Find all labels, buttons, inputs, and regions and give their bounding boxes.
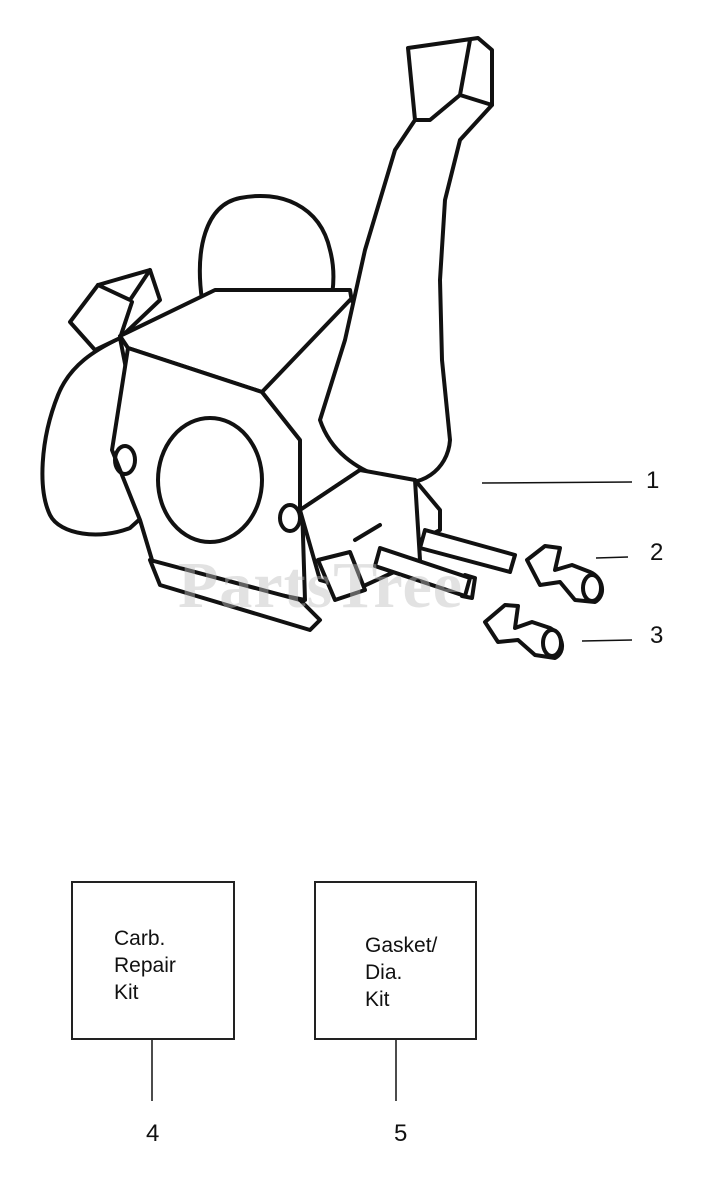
callout-4: 4 xyxy=(146,1120,159,1147)
callout-1: 1 xyxy=(646,467,659,494)
limiter-cap-2-end xyxy=(581,573,603,603)
needle-lower-clip xyxy=(460,573,477,600)
throttle-lever-tip xyxy=(413,38,494,122)
carb-repair-kit-box xyxy=(71,881,235,1040)
lower-block xyxy=(316,550,367,602)
carburetor-illustration xyxy=(40,36,604,660)
leader-line-2 xyxy=(595,556,629,559)
gasket-dia-kit-label: Gasket/ Dia. Kit xyxy=(365,932,437,1013)
body-bore xyxy=(156,416,264,544)
callout-2: 2 xyxy=(650,539,663,566)
kit-4-line-3: Kit xyxy=(114,981,139,1004)
callout-3: 3 xyxy=(650,622,663,649)
kit-5-line-1: Gasket/ xyxy=(365,934,438,957)
body-base xyxy=(148,558,322,632)
mount-hole-right xyxy=(278,503,302,533)
kit-4-line-1: Carb. xyxy=(114,927,166,950)
leader-line-3 xyxy=(581,639,633,642)
leader-line-1 xyxy=(481,481,633,484)
kit-4-line-2: Repair xyxy=(114,954,176,977)
mount-hole-left xyxy=(113,444,137,476)
throttle-lever xyxy=(318,36,494,485)
kit-5-line-3: Kit xyxy=(365,988,390,1011)
gasket-dia-kit-box xyxy=(314,881,477,1040)
kit-5-line-2: Dia. xyxy=(365,961,403,984)
carb-repair-kit-label: Carb. Repair Kit xyxy=(114,925,176,1006)
callout-5: 5 xyxy=(394,1120,407,1147)
leader-lines xyxy=(151,481,633,1101)
left-tab-fold xyxy=(96,268,152,340)
watermark: PartsTree xyxy=(178,549,464,622)
needle-upper xyxy=(418,528,517,574)
limiter-cap-3-end xyxy=(541,628,563,658)
